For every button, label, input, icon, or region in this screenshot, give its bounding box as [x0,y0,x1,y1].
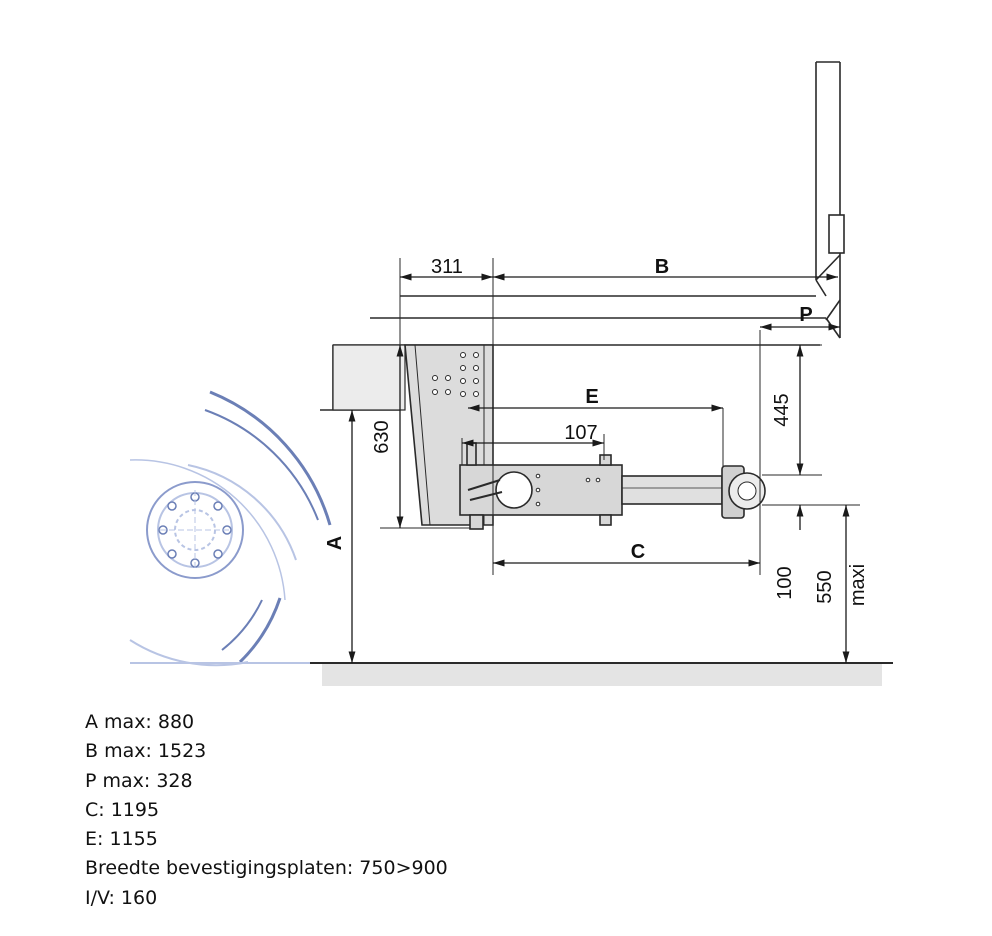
spec-c: C: 1195 [85,798,160,821]
label-311: 311 [431,256,463,278]
spec-p-max: P max: 328 [85,769,193,792]
spec-list: A max: 880 B max: 1523 P max: 328 C: 119… [85,708,448,913]
label-P: P [799,304,812,326]
wheel [129,390,332,667]
label-630: 630 [371,420,393,453]
tail-lift-platform [815,61,845,338]
chassis-beam [332,344,406,411]
spec-e: E: 1155 [85,828,158,851]
spec-plate-width: Breedte bevestigingsplaten: 750>900 [85,857,448,880]
label-550: 550 [814,570,836,603]
dimension-arrows [348,273,850,663]
label-E: E [585,386,598,408]
label-C: C [631,541,645,563]
label-100: 100 [774,566,796,599]
mounting-plate-holes [432,352,479,397]
label-A: A [324,536,346,550]
label-445: 445 [771,393,793,426]
spec-a-max: A max: 880 [85,711,195,733]
spec-b-max: B max: 1523 [85,740,207,763]
bumper-arm [459,442,766,530]
ground [322,664,882,686]
label-107: 107 [564,422,597,444]
spec-iv: I/V: 160 [85,886,158,909]
label-maxi: maxi [847,564,869,606]
technical-diagram: 311 B P E 107 630 445 A C 100 550 maxi [129,61,893,686]
extension-lines [380,258,860,575]
label-B: B [655,256,669,278]
